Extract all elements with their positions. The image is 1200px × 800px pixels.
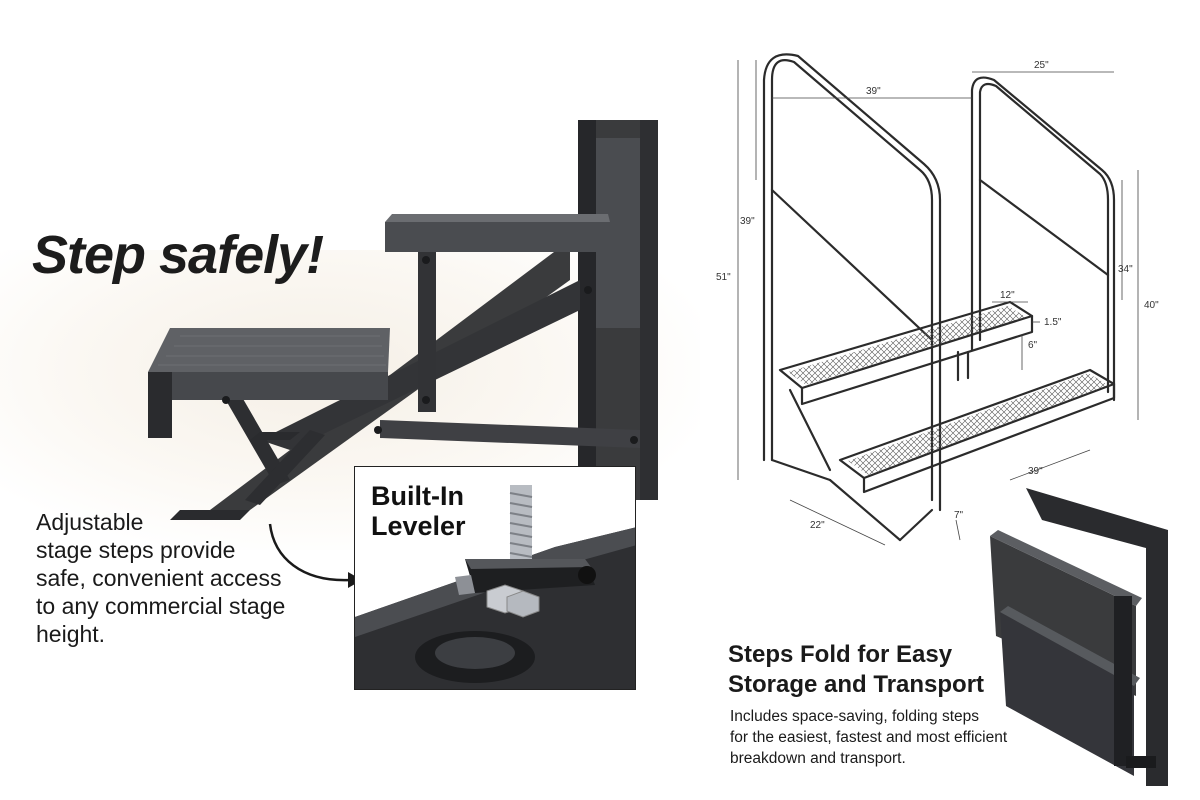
fold-title-line: Storage and Transport: [728, 671, 985, 698]
stage-steps-image: [148, 120, 658, 520]
caption-line: Adjustable: [36, 509, 144, 535]
dim-riser: 6": [1028, 340, 1038, 351]
leveler-title-line: Leveler: [371, 511, 466, 541]
leveler-title: Built-In Leveler: [371, 481, 466, 541]
folded-steps-image: [990, 488, 1168, 786]
fold-feature-description: Includes space-saving, folding steps for…: [730, 706, 1050, 769]
dim-handrail-span: 39": [866, 86, 881, 97]
caption-line: height.: [36, 621, 106, 647]
leveler-closeup-image: [355, 485, 635, 689]
dim-top-width: 25": [1034, 60, 1049, 71]
product-caption: Adjustable stage steps provide safe, con…: [36, 508, 336, 648]
fold-body-line: Includes space-saving, folding steps: [730, 708, 980, 725]
dim-toe: 7": [954, 510, 964, 521]
fold-title-line: Steps Fold for Easy: [728, 641, 953, 668]
dim-rail-height-right: 34": [1118, 264, 1133, 275]
fold-body-line: breakdown and transport.: [730, 750, 906, 767]
leveler-title-line: Built-In: [371, 481, 464, 511]
dim-base-width: 22": [810, 520, 825, 531]
caption-line: stage steps provide: [36, 537, 236, 563]
fold-body-line: for the easiest, fastest and most effici…: [730, 729, 1008, 746]
dim-base-length: 39": [1028, 466, 1043, 477]
caption-line: safe, convenient access: [36, 565, 282, 591]
dim-tread-depth: 12": [1000, 290, 1015, 301]
dimension-diagram: 39" 25" 39" 51" 34" 40" 12" 1.5" 6" 39" …: [716, 53, 1159, 546]
leveler-inset: Built-In Leveler: [354, 466, 636, 690]
caption-line: to any commercial stage: [36, 593, 286, 619]
dim-offset: 1.5": [1044, 317, 1062, 328]
dim-platform-height: 40": [1144, 300, 1159, 311]
fold-feature-title: Steps Fold for Easy Storage and Transpor…: [728, 640, 998, 700]
dim-rail-height-left: 39": [740, 216, 755, 227]
dim-overall-height: 51": [716, 272, 731, 283]
headline: Step safely!: [32, 225, 324, 285]
